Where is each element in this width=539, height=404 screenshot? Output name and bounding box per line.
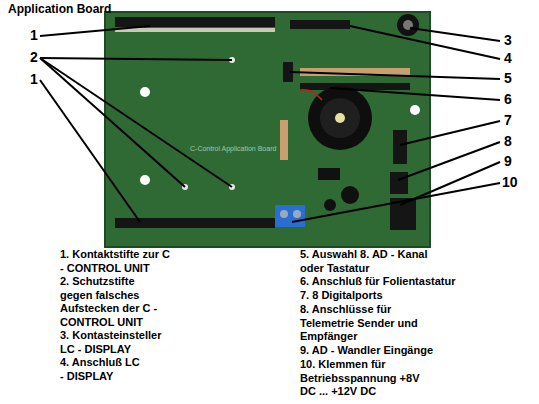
leader-line xyxy=(40,58,185,187)
capacitor xyxy=(341,186,359,204)
leader-line xyxy=(350,26,500,59)
mounting-hole xyxy=(140,175,150,185)
callout-number: 5 xyxy=(504,70,512,86)
caption-item: 6. Anschluß für Folientastatur xyxy=(300,275,530,289)
leader-line xyxy=(410,28,500,41)
caption-item: 10. Klemmen für Betriebsspannung +8V DC … xyxy=(300,358,420,399)
callout-number: 9 xyxy=(504,153,512,169)
mounting-hole xyxy=(410,105,420,115)
screw xyxy=(293,210,301,218)
callout-number: 4 xyxy=(504,50,512,66)
board-silkscreen: C-Control Application Board xyxy=(190,145,276,152)
pin-header xyxy=(115,17,275,27)
caption-item: 1. Kontaktstifte zur C - CONTROL UNIT xyxy=(60,248,174,275)
caption-item: 3. Kontasteinsteller LC - DISPLAY xyxy=(60,329,174,356)
pcb xyxy=(105,12,430,247)
lcd-connector xyxy=(290,20,350,29)
leader-line xyxy=(290,72,500,79)
caption-item: 4. Anschluß LC - DISPLAY xyxy=(60,356,142,383)
caption-item: 8. Anschlüsse für Telemetrie Sender und … xyxy=(300,303,425,344)
callout-number: 1 xyxy=(30,27,38,43)
mounting-hole xyxy=(140,87,150,97)
wire xyxy=(300,90,322,100)
buzzer-center xyxy=(335,113,345,123)
caption-item: 2. Schutzstifte gegen falsches Aufstecke… xyxy=(60,275,164,329)
leader-line xyxy=(40,80,140,222)
pin-silkscreen xyxy=(115,28,275,32)
regulator xyxy=(318,168,340,180)
leader-line xyxy=(398,142,500,180)
screw xyxy=(280,210,288,218)
caption-item: 5. Auswahl 8. AD - Kanal oder Tastatur xyxy=(300,248,440,275)
resistor xyxy=(280,120,288,160)
leader-line xyxy=(330,88,500,100)
leader-line xyxy=(400,121,500,145)
leader-line xyxy=(40,26,150,36)
leader-lines xyxy=(40,26,500,222)
digital-ports xyxy=(393,130,407,164)
caption-item: 9. AD - Wandler Eingänge xyxy=(300,344,530,358)
callout-number: 7 xyxy=(504,112,512,128)
diagram-title: Application Board xyxy=(8,2,111,16)
leader-line xyxy=(40,58,232,60)
caption-item: 7. 8 Digitalports xyxy=(300,289,530,303)
callout-number: 3 xyxy=(504,32,512,48)
pcb-edge xyxy=(105,12,430,247)
callout-number: 1 xyxy=(30,71,38,87)
capacitor xyxy=(324,199,336,211)
callout-number: 2 xyxy=(30,49,38,65)
callout-number: 10 xyxy=(502,174,518,190)
potentiometer xyxy=(397,14,419,36)
callout-number: 8 xyxy=(504,133,512,149)
telemetry-connector xyxy=(390,172,408,194)
terminal-block xyxy=(275,205,305,227)
leader-line xyxy=(292,183,500,222)
callout-number: 6 xyxy=(504,91,512,107)
buzzer-ring xyxy=(320,98,360,138)
